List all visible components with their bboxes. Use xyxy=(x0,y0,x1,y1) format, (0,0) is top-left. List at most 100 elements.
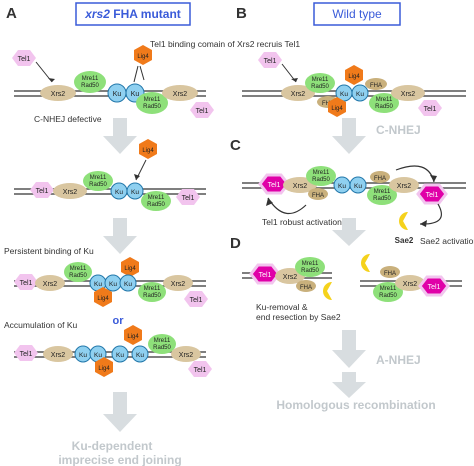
svg-text:Mre11: Mre11 xyxy=(70,266,87,272)
flow-arrows-a xyxy=(103,118,366,432)
tel1-protein xyxy=(188,361,212,377)
tel1-robust-annotation: Tel1 robust activation xyxy=(262,217,342,227)
svg-text:Ku: Ku xyxy=(340,91,348,98)
ku-protein xyxy=(131,345,149,363)
svg-text:Xrs2: Xrs2 xyxy=(51,91,66,98)
svg-text:Xrs2: Xrs2 xyxy=(397,183,412,190)
svg-text:Tel1: Tel1 xyxy=(194,367,207,374)
fha-domain xyxy=(296,280,316,292)
svg-text:Lig4: Lig4 xyxy=(97,296,109,302)
lig4-protein xyxy=(139,139,157,159)
row-b: Tel1 Xrs2 Mre11 Rad50 FHA Ku Ku Lig4 Lig… xyxy=(242,52,466,117)
svg-text:Rad50: Rad50 xyxy=(379,293,397,299)
tel1-active-protein xyxy=(416,183,448,205)
xrs2-protein xyxy=(163,275,193,291)
ku-removal-line2: end resection by Sae2 xyxy=(256,312,341,322)
svg-text:Rad50: Rad50 xyxy=(375,104,393,110)
cnhej-defective-annotation: C-NHEJ defective xyxy=(34,114,102,124)
persistent-binding-annotation: Persistent binding of Ku xyxy=(4,246,94,256)
sae2-protein xyxy=(399,212,408,230)
panel-b-title-box xyxy=(313,2,401,26)
tel1-protein xyxy=(258,52,282,68)
svg-text:Lig4: Lig4 xyxy=(348,74,360,80)
svg-text:Xrs2: Xrs2 xyxy=(63,189,78,196)
ku-protein xyxy=(119,274,137,292)
panel-letter-b: B xyxy=(236,5,247,22)
svg-text:Ku: Ku xyxy=(116,352,124,359)
row-d: Tel1 Xrs2 Mre11 Rad50 FHA FHA Mre11 Rad5… xyxy=(242,254,462,322)
ku-protein xyxy=(349,176,367,194)
svg-text:Rad50: Rad50 xyxy=(89,182,107,188)
mre11-rad50-complex xyxy=(367,185,397,205)
xrs2-protein xyxy=(395,275,425,291)
svg-text:Mre11: Mre11 xyxy=(154,338,171,344)
lig4-protein xyxy=(124,325,142,345)
svg-text:Tel1: Tel1 xyxy=(190,297,203,304)
tel1-protein xyxy=(14,274,38,290)
mre11-rad50-complex xyxy=(141,191,171,211)
svg-text:Lig4: Lig4 xyxy=(137,54,149,60)
svg-text:Xrs2: Xrs2 xyxy=(403,281,418,288)
xrs2-protein xyxy=(35,275,65,291)
svg-text:Ku: Ku xyxy=(79,352,87,359)
svg-text:Mre11: Mre11 xyxy=(82,76,99,82)
xrs2-protein xyxy=(171,346,201,362)
xrs2-protein xyxy=(162,85,198,101)
svg-text:Ku: Ku xyxy=(115,189,123,196)
svg-text:Xrs2: Xrs2 xyxy=(173,91,188,98)
xrs2-protein xyxy=(389,177,419,193)
svg-text:Lig4: Lig4 xyxy=(124,266,136,272)
svg-text:Xrs2: Xrs2 xyxy=(291,91,306,98)
sae2-activation-arrow xyxy=(419,203,442,225)
lig4-protein xyxy=(95,357,113,377)
ku-protein xyxy=(126,182,144,200)
fha-domain xyxy=(308,188,328,200)
svg-text:Ku: Ku xyxy=(356,91,364,98)
svg-text:Rad50: Rad50 xyxy=(153,345,171,351)
tel1-protein xyxy=(184,291,208,307)
svg-text:Tel1: Tel1 xyxy=(428,284,441,291)
svg-text:Mre11: Mre11 xyxy=(144,286,161,292)
homologous-recombination-label: Homologous recombination xyxy=(276,398,435,412)
panel-a-title-box xyxy=(75,2,191,26)
svg-text:Xrs2: Xrs2 xyxy=(51,352,66,359)
svg-text:FHA: FHA xyxy=(384,271,396,277)
tel1-protein xyxy=(12,50,36,66)
svg-text:Mre11: Mre11 xyxy=(312,77,329,83)
tel1-protein xyxy=(30,182,54,198)
svg-text:Ku: Ku xyxy=(354,183,362,190)
xrs2-protein xyxy=(40,85,76,101)
svg-text:Mre11: Mre11 xyxy=(144,97,161,103)
mre11-rad50-complex xyxy=(148,334,176,354)
fha-domain xyxy=(365,78,387,90)
mre11-rad50-complex xyxy=(138,282,166,302)
svg-text:Xrs2: Xrs2 xyxy=(401,91,416,98)
svg-text:Rad50: Rad50 xyxy=(143,293,161,299)
svg-text:Rad50: Rad50 xyxy=(147,202,165,208)
svg-text:FHA: FHA xyxy=(374,176,386,182)
svg-text:Xrs2: Xrs2 xyxy=(179,352,194,359)
svg-text:Ku: Ku xyxy=(109,281,117,288)
mre11-rad50-complex xyxy=(305,73,335,93)
mre11-rad50-complex xyxy=(83,171,113,191)
svg-text:Lig4: Lig4 xyxy=(142,148,154,154)
xrs2-protein xyxy=(43,346,73,362)
svg-text:Mre11: Mre11 xyxy=(313,170,330,176)
panel-letter-a: A xyxy=(6,5,17,22)
accumulation-annotation: Accumulation of Ku xyxy=(4,320,78,330)
svg-text:Tel1: Tel1 xyxy=(20,280,33,287)
mre11-rad50-complex xyxy=(136,92,168,114)
svg-text:Mre11: Mre11 xyxy=(376,97,393,103)
svg-text:Xrs2: Xrs2 xyxy=(43,281,58,288)
svg-text:Ku: Ku xyxy=(113,91,122,98)
ku-protein xyxy=(111,345,129,363)
svg-text:FHA: FHA xyxy=(300,285,312,291)
tel1-protein xyxy=(418,100,442,116)
svg-text:Ku: Ku xyxy=(94,281,102,288)
row-a3: Persistent binding of Ku Tel1 Xrs2 Mre11… xyxy=(4,246,208,327)
xrs2-protein xyxy=(391,85,425,101)
mre11-rad50-complex xyxy=(306,166,336,186)
svg-text:Rad50: Rad50 xyxy=(69,273,87,279)
